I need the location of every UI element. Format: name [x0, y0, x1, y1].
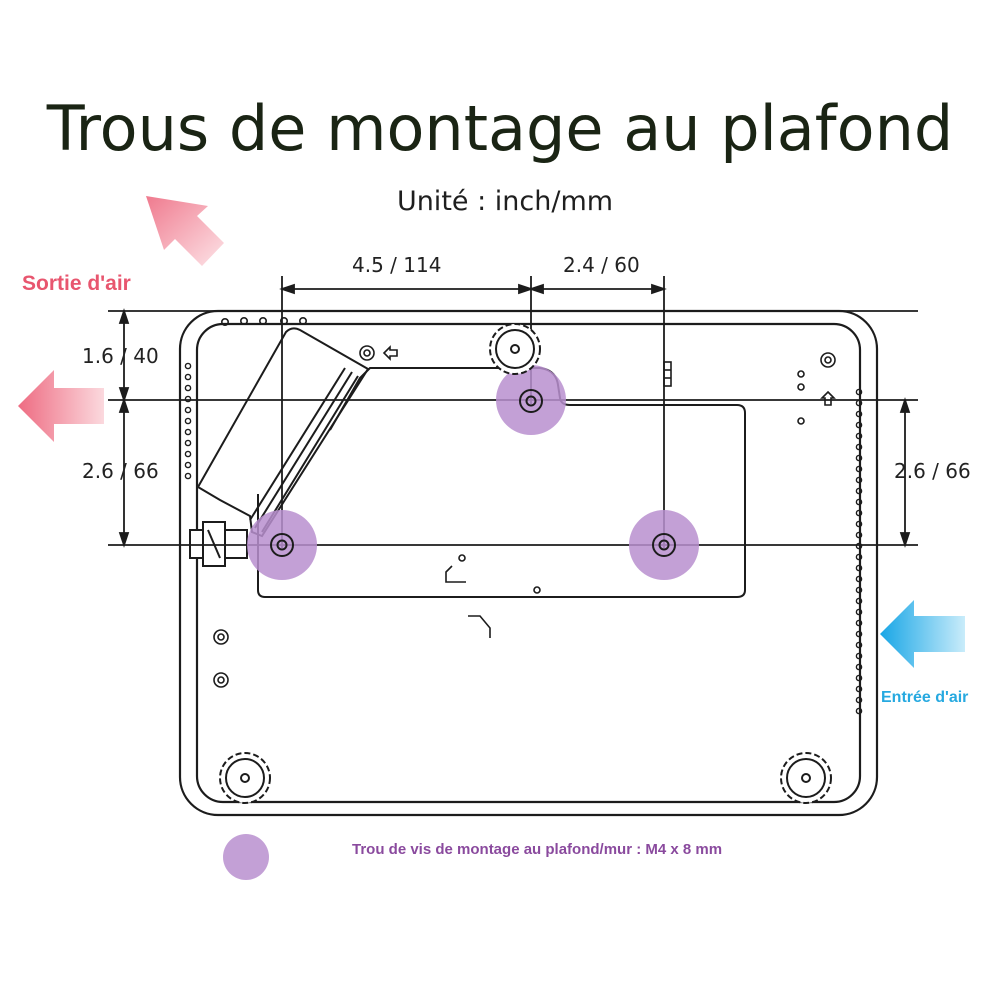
air-out-arrow-diagonal — [146, 196, 224, 266]
legend-swatch — [223, 834, 269, 880]
mount-hole-right — [629, 510, 699, 580]
vent-dots-right — [855, 388, 863, 715]
foot-knob-bottom-right — [780, 752, 832, 804]
vent-dots-left — [184, 362, 192, 480]
unit-label: Unité : inch/mm — [396, 186, 614, 217]
dimension-lines — [108, 276, 918, 548]
air-in-arrow — [880, 600, 965, 668]
mount-hole-top — [496, 365, 566, 435]
dimension-left-upper: 1.6 / 40 — [82, 344, 159, 368]
page-title: Trous de montage au plafond — [46, 92, 954, 165]
air-out-label: Sortie d'air — [22, 272, 131, 295]
dimension-left-lower: 2.6 / 66 — [82, 459, 159, 483]
dimension-right: 2.6 / 66 — [894, 459, 971, 483]
mount-hole-left — [247, 510, 317, 580]
dimension-top-right: 2.4 / 60 — [563, 253, 640, 277]
legend-label: Trou de vis de montage au plafond/mur : … — [352, 841, 723, 858]
foot-knob-bottom-left — [219, 752, 271, 804]
lens-housing — [196, 327, 370, 538]
air-in-label: Entrée d'air — [881, 689, 969, 706]
vent-dots-top — [221, 316, 307, 326]
port-connector — [189, 521, 248, 567]
small-details — [213, 345, 836, 688]
dimension-top-left: 4.5 / 114 — [352, 253, 442, 277]
air-out-arrow-left — [18, 370, 104, 442]
foot-knob-top — [489, 323, 541, 375]
